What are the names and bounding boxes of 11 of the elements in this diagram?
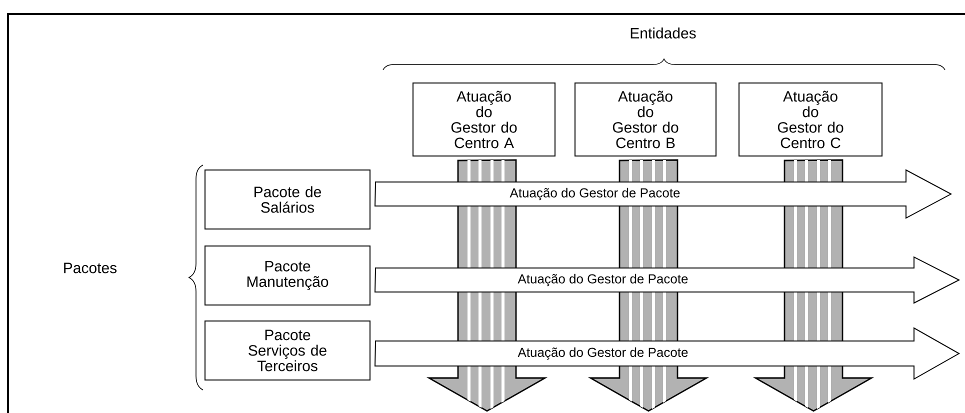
package-box: Pacote Serviços de Terceiros <box>204 320 370 380</box>
package-box: Pacote Manutenção <box>204 246 370 306</box>
entity-box: Atuação do Gestor do Centro A <box>412 82 556 156</box>
bracket-label: Pacotes <box>64 262 117 274</box>
bracket-label: Entidades <box>630 28 696 38</box>
edge-label: Atuação do Gestor de Pacote <box>516 272 690 288</box>
entity-box: Atuação do Gestor do Centro C <box>738 82 882 156</box>
entity-box: Atuação do Gestor do Centro B <box>574 82 716 156</box>
edge-label: Atuação do Gestor de Pacote <box>508 186 682 202</box>
edge-label: Atuação do Gestor de Pacote <box>516 346 690 361</box>
package-box: Pacote de Salários <box>204 170 370 230</box>
